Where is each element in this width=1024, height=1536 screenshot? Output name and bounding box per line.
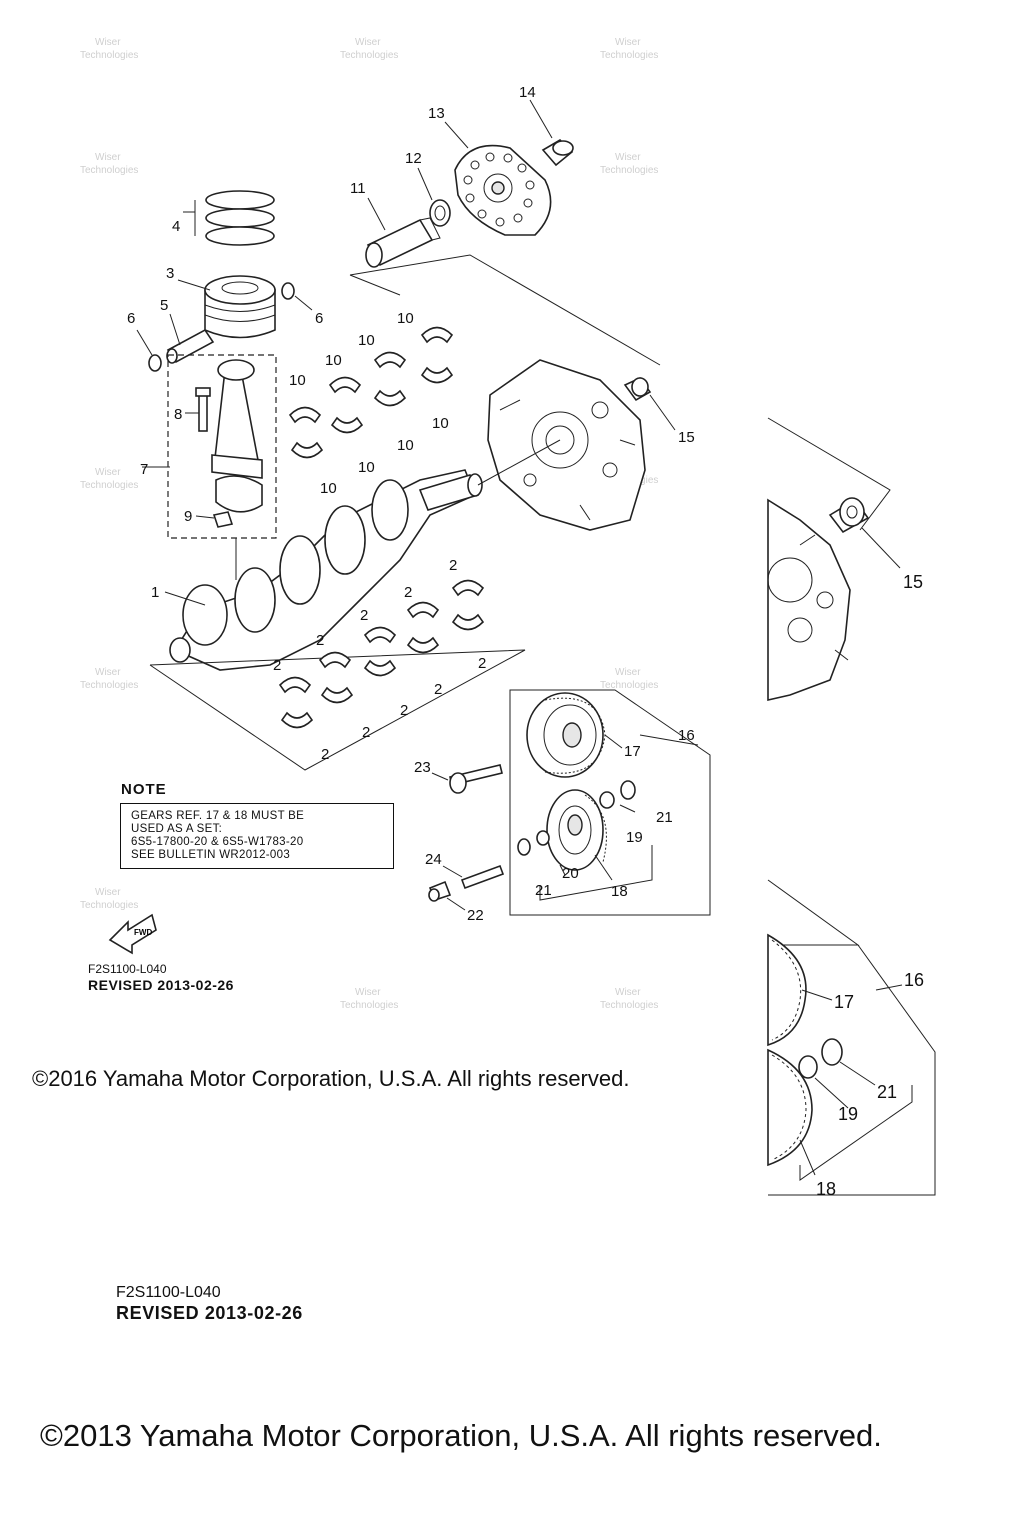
watermark: Technologies xyxy=(80,480,138,491)
callout-17: 17 xyxy=(624,743,641,760)
watermark: Wiser xyxy=(355,37,381,48)
callout-20: 20 xyxy=(562,865,579,882)
callout-2: 2 xyxy=(316,632,324,649)
callout-10: 10 xyxy=(325,352,342,369)
callout-10: 10 xyxy=(432,415,449,432)
watermark: Wiser xyxy=(355,987,381,998)
diagram-code-large: F2S1100-L040 xyxy=(116,1284,221,1301)
callout-17: 17 xyxy=(834,992,854,1012)
callout-2: 2 xyxy=(404,584,412,601)
callout-16: 16 xyxy=(678,727,695,744)
callout-8: 8 xyxy=(174,406,182,423)
watermark: Wiser xyxy=(95,152,121,163)
lower-bearings xyxy=(278,579,485,729)
callout-18: 18 xyxy=(816,1179,836,1199)
note-title: NOTE xyxy=(121,781,167,798)
note-line: USED AS A SET: xyxy=(131,823,223,835)
watermark: Technologies xyxy=(600,1000,658,1011)
callout-24: 24 xyxy=(425,851,442,868)
callout-19: 19 xyxy=(626,829,643,846)
callout-2: 2 xyxy=(449,557,457,574)
detail-gears xyxy=(767,879,936,1196)
callout-2: 2 xyxy=(478,655,486,672)
fwd-label: FWD xyxy=(134,928,152,937)
watermark: Technologies xyxy=(600,50,658,61)
callout-14: 14 xyxy=(519,84,536,101)
revised-date: REVISED 2013-02-26 xyxy=(88,977,234,993)
callout-21: 21 xyxy=(656,809,673,826)
connecting-rod xyxy=(142,354,277,580)
watermark: Wiser xyxy=(95,37,121,48)
callout-9: 9 xyxy=(184,508,192,525)
crankcase-cover xyxy=(487,359,676,531)
piston xyxy=(177,275,276,339)
callout-18: 18 xyxy=(611,883,628,900)
callout-10: 10 xyxy=(358,332,375,349)
callout-21: 21 xyxy=(535,882,552,899)
callout-7: 7 xyxy=(140,461,148,478)
callout-labels: 14 13 12 11 4 3 5 6 6 10 10 10 10 10 10 … xyxy=(127,84,924,1199)
upper-bearings xyxy=(288,326,454,459)
diagram-code: F2S1100-L040 xyxy=(88,962,167,976)
watermark: Technologies xyxy=(80,680,138,691)
watermark: Technologies xyxy=(600,165,658,176)
note-box: GEARS REF. 17 & 18 MUST BE USED AS A SET… xyxy=(120,803,394,869)
callout-2: 2 xyxy=(362,724,370,741)
callout-3: 3 xyxy=(166,265,174,282)
note-line: SEE BULLETIN WR2012-003 xyxy=(131,849,291,861)
callout-21: 21 xyxy=(877,1082,897,1102)
detail-crankcase xyxy=(767,417,901,702)
callout-2: 2 xyxy=(321,746,329,763)
note-line: 6S5-17800-20 & 6S5-W1783-20 xyxy=(131,836,304,848)
balancer-gear-kit xyxy=(428,689,711,916)
callout-10: 10 xyxy=(289,372,306,389)
note-line: GEARS REF. 17 & 18 MUST BE xyxy=(131,810,305,822)
callout-13: 13 xyxy=(428,105,445,122)
callout-6: 6 xyxy=(315,310,323,327)
callout-2: 2 xyxy=(273,657,281,674)
watermark: Wiser xyxy=(615,152,641,163)
callout-11: 11 xyxy=(350,180,366,197)
watermark: Wiser xyxy=(615,987,641,998)
piston-rings xyxy=(183,190,275,246)
watermark: Wiser xyxy=(615,667,641,678)
callout-6: 6 xyxy=(127,310,135,327)
copyright-2016: ©2016 Yamaha Motor Corporation, U.S.A. A… xyxy=(32,1066,630,1091)
callout-10: 10 xyxy=(397,310,414,327)
callout-4: 4 xyxy=(172,218,180,235)
piston-pin-clips xyxy=(136,282,313,372)
callout-2: 2 xyxy=(400,702,408,719)
callout-2: 2 xyxy=(360,607,368,624)
watermark: Technologies xyxy=(340,50,398,61)
fwd-arrow-icon: FWD xyxy=(108,913,157,955)
callout-15: 15 xyxy=(678,429,695,446)
callout-22: 22 xyxy=(467,907,484,924)
output-shaft-parts xyxy=(349,99,661,366)
callout-12: 12 xyxy=(405,150,422,167)
watermark: Technologies xyxy=(80,50,138,61)
watermark: Technologies xyxy=(80,900,138,911)
callout-10: 10 xyxy=(320,480,337,497)
callout-10: 10 xyxy=(397,437,414,454)
watermark: Technologies xyxy=(80,165,138,176)
callout-16: 16 xyxy=(904,970,924,990)
watermark: Technologies xyxy=(600,680,658,691)
watermark: Wiser xyxy=(615,37,641,48)
watermark: Technologies xyxy=(340,1000,398,1011)
piston-pin xyxy=(166,313,215,364)
callout-1: 1 xyxy=(151,584,159,601)
callout-15: 15 xyxy=(903,572,923,592)
watermark: Wiser xyxy=(95,887,121,898)
watermark: Wiser xyxy=(95,667,121,678)
callout-23: 23 xyxy=(414,759,431,776)
revised-date-large: REVISED 2013-02-26 xyxy=(116,1303,303,1323)
watermark: Wiser xyxy=(95,467,121,478)
crankshaft xyxy=(149,439,561,771)
copyright-2013: ©2013 Yamaha Motor Corporation, U.S.A. A… xyxy=(40,1418,882,1453)
callout-5: 5 xyxy=(160,297,168,314)
callout-2: 2 xyxy=(434,681,442,698)
callout-10: 10 xyxy=(358,459,375,476)
callout-19: 19 xyxy=(838,1104,858,1124)
